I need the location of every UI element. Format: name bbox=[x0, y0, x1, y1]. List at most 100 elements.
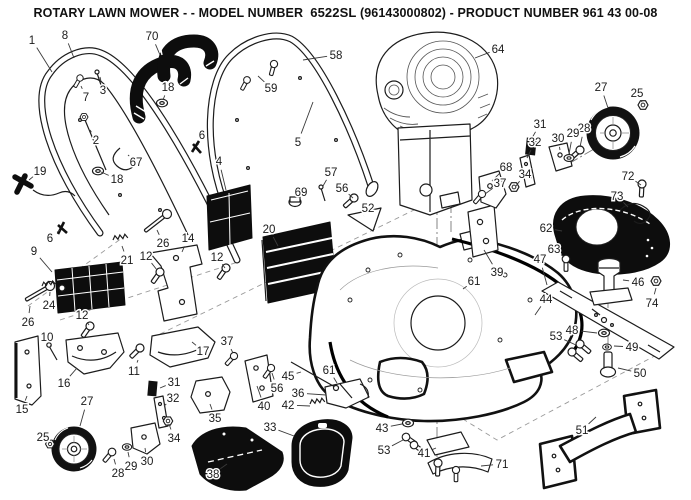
part-callout-68: 68 bbox=[500, 162, 513, 174]
part-callout-31: 31 bbox=[534, 119, 547, 131]
deck-bolt-holes bbox=[347, 252, 533, 393]
callout-leader-line bbox=[159, 385, 166, 389]
callout-leader-line bbox=[191, 341, 197, 346]
recoil-starter bbox=[406, 40, 480, 114]
callout-leader-line bbox=[622, 279, 630, 282]
washer-29 bbox=[563, 154, 575, 162]
hook-67 bbox=[112, 147, 136, 171]
blade-bolt-head bbox=[599, 366, 617, 378]
callout-leader-line bbox=[306, 393, 327, 396]
callout-leader-line bbox=[560, 254, 565, 258]
part-callout-56: 56 bbox=[336, 183, 349, 195]
washer-43 bbox=[401, 418, 415, 428]
callout-leader-line bbox=[348, 193, 354, 199]
part-callout-18: 18 bbox=[162, 82, 175, 94]
bracket-16 bbox=[65, 332, 125, 375]
part-callout-61: 61 bbox=[323, 365, 336, 377]
part-callout-1: 1 bbox=[29, 35, 35, 47]
callout-leader-line bbox=[56, 229, 61, 233]
handle-rod bbox=[63, 77, 189, 236]
part-callout-41: 41 bbox=[418, 448, 431, 460]
part-callout-46: 46 bbox=[632, 277, 645, 289]
part-callout-36: 36 bbox=[292, 388, 305, 400]
part-callout-5: 5 bbox=[295, 137, 301, 149]
clip-6 bbox=[190, 140, 202, 154]
t-knob bbox=[12, 173, 34, 195]
part-callout-27: 27 bbox=[595, 82, 608, 94]
part-callout-19: 19 bbox=[34, 166, 47, 178]
blade bbox=[541, 281, 675, 360]
part-callout-28: 28 bbox=[578, 123, 591, 135]
part-callout-51: 51 bbox=[576, 425, 589, 437]
handle-end-plate bbox=[365, 181, 379, 197]
clip-6 bbox=[56, 221, 68, 235]
part-callout-21: 21 bbox=[121, 255, 134, 267]
part-callout-35: 35 bbox=[209, 413, 222, 425]
callout-leader-line bbox=[564, 339, 577, 346]
control-assembly-9 bbox=[54, 261, 126, 314]
blade-assembly bbox=[541, 254, 675, 378]
title-model-number: 6522SL bbox=[310, 5, 357, 20]
screw-7 bbox=[71, 73, 85, 90]
cable-end bbox=[32, 189, 76, 197]
part-callout-29: 29 bbox=[567, 128, 580, 140]
part-callout-64: 64 bbox=[492, 44, 505, 56]
part-callout-6: 6 bbox=[199, 130, 205, 142]
bolt-59 bbox=[266, 59, 279, 77]
callout-leader-line bbox=[623, 202, 629, 208]
mulch-cover-62 bbox=[553, 195, 670, 275]
part-callout-56: 56 bbox=[271, 383, 284, 395]
part-callout-49: 49 bbox=[626, 342, 639, 354]
engine bbox=[375, 31, 499, 216]
callout-leader-line bbox=[653, 287, 657, 295]
bolt-11 bbox=[127, 341, 147, 361]
callout-leader-line bbox=[526, 149, 532, 159]
callout-leader-line bbox=[69, 367, 78, 377]
callout-leader-line bbox=[296, 371, 302, 374]
callout-leader-line bbox=[491, 173, 500, 182]
part-callout-45: 45 bbox=[282, 371, 295, 383]
part-callout-67: 67 bbox=[130, 157, 143, 169]
part-callout-38: 38 bbox=[207, 469, 220, 481]
callout-leader-line bbox=[209, 403, 213, 410]
washer-18 bbox=[155, 98, 169, 108]
callout-leader-line bbox=[36, 47, 53, 73]
callout-leader-line bbox=[127, 451, 130, 458]
part-callout-31: 31 bbox=[168, 377, 181, 389]
bolt-72 bbox=[636, 179, 647, 198]
pin-3 bbox=[96, 72, 105, 95]
bolt-59 bbox=[238, 74, 253, 92]
callout-leader-line bbox=[391, 439, 404, 447]
callout-leader-line bbox=[221, 264, 226, 269]
pad-31 bbox=[525, 137, 537, 156]
callout-leader-line bbox=[515, 180, 520, 187]
part-callout-72: 72 bbox=[622, 171, 635, 183]
deck-opening-right bbox=[504, 350, 554, 384]
callout-leader-line bbox=[49, 345, 52, 348]
blade-washer bbox=[597, 328, 611, 338]
part-callout-52: 52 bbox=[362, 203, 375, 215]
wire-form-73 bbox=[619, 202, 651, 225]
callout-leader-line bbox=[534, 306, 542, 316]
pin-57 bbox=[320, 187, 326, 202]
part-callout-50: 50 bbox=[634, 368, 647, 380]
nut-2 bbox=[79, 113, 89, 121]
part-callout-7: 7 bbox=[83, 92, 89, 104]
callout-leader-line bbox=[162, 95, 166, 101]
callout-leader-line bbox=[136, 359, 139, 363]
blade-adapter bbox=[597, 263, 621, 293]
bolt-41 bbox=[451, 465, 461, 483]
spring-21 bbox=[111, 233, 129, 241]
callout-leader-line bbox=[617, 367, 632, 372]
part-callout-58: 58 bbox=[330, 50, 343, 62]
part-callout-61: 61 bbox=[468, 276, 481, 288]
part-callout-9: 9 bbox=[31, 246, 37, 258]
callout-leader-line bbox=[580, 330, 598, 334]
blade-lock-washer bbox=[602, 343, 612, 351]
bracket-41 bbox=[426, 431, 470, 456]
part-callout-33: 33 bbox=[264, 422, 277, 434]
part-callout-10: 10 bbox=[41, 332, 54, 344]
part-callout-48: 48 bbox=[566, 325, 579, 337]
callout-leader-line bbox=[333, 377, 338, 384]
part-callout-12: 12 bbox=[140, 251, 153, 263]
